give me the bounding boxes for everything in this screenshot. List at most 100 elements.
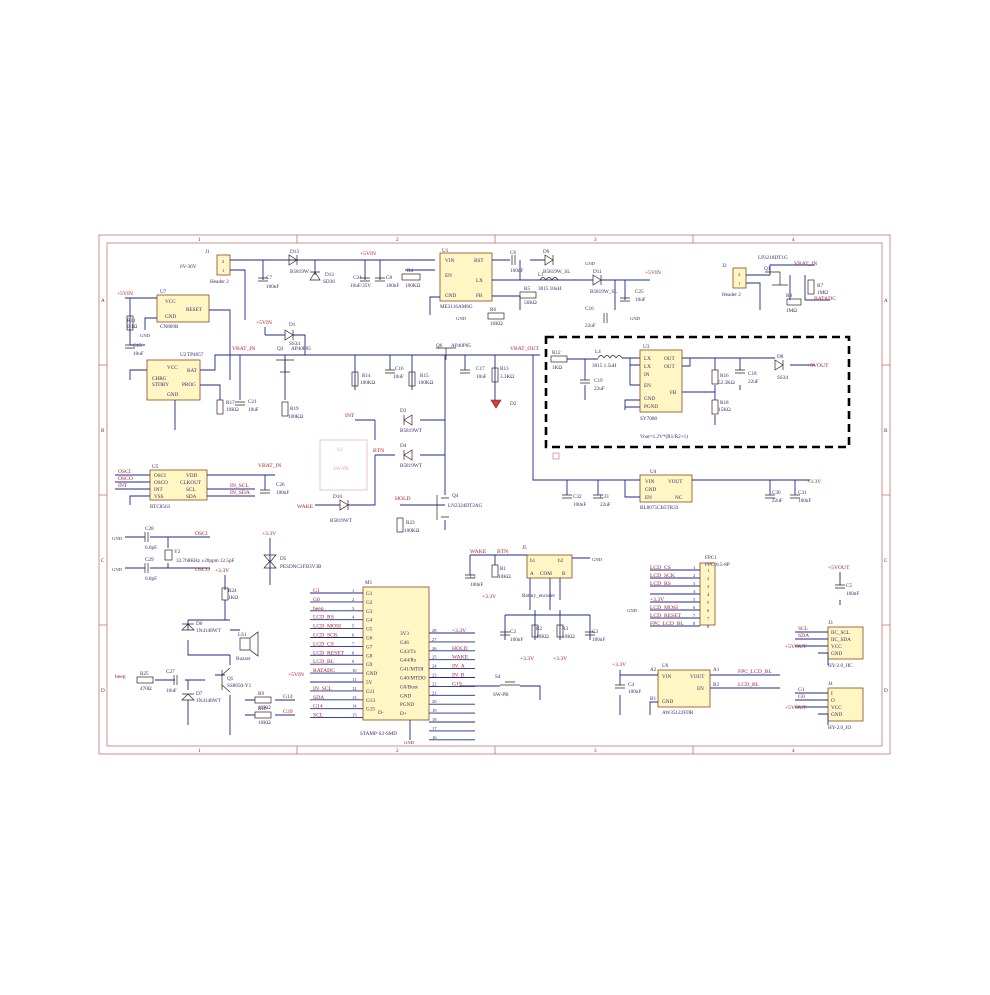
m1-name: M1 [365,580,373,586]
m1-right-pin: G41/MTDI [400,667,424,673]
fpc-net-label: LCD_RS [650,581,671,587]
j5-pin-b: B [562,571,566,577]
u3-pin-out2: OUT [664,364,675,370]
m1-left-net-label: G1 [313,588,320,594]
u3-chip [639,349,683,413]
m1-right-pin-number: 20 [432,699,437,704]
s4-part: SW-PB [493,692,509,698]
reset-section: U7 CN809R VCC GND RESET R11 0.1Ω C15 10u… [117,289,231,380]
d10-diode [339,499,349,511]
fpc-pin-inner: 6 [707,608,710,613]
m1-left-net-label: G0 [313,597,320,603]
q6-name: Q6 [436,343,443,349]
row-label-b-left: B [101,428,105,434]
row-label-b-right: B [884,428,888,434]
u4-name: U4 [650,469,657,475]
m1-left-pin: G2 [366,600,373,606]
charger-section: U2 TP4057 VCC CHRG STDBY BAT PROG GND R1… [129,320,375,430]
j3-pin-vcc: VCC [831,644,842,650]
r12-name: R12 [552,350,561,356]
d10-name: D10 [333,494,342,500]
j5-part: Rotary_encoder [522,593,555,599]
u5-pin-vss: VSS [154,494,164,500]
c10-name: C10 [585,306,594,312]
u4-pin-vin: VIN [645,479,654,485]
r15-value: 100KΩ [418,380,434,386]
u1-part: ME3116AM6G [440,304,473,310]
net-int-rtc: INT [118,483,128,489]
j5-name: J5 [522,545,527,551]
m1-left-pin-number: 12 [352,686,357,691]
ldo-section: U4 BL8075CB5TR33 VIN GND EN VOUT NC C32 … [560,469,821,511]
r25-resistor [136,676,154,684]
j2-part: Header 2 [722,292,741,298]
col-label-1-bottom: 1 [198,748,201,754]
encoder-section: J5 Rotary_encoder A COM B b1 b2 C1 100nF… [460,545,605,700]
m1-right-pin: G44/Rx [400,658,417,664]
net-wake: WAKE [297,504,314,510]
c25-name: C25 [635,289,644,295]
u2-pin-vcc: VCC [167,365,178,371]
m1-right-pin-number: 28 [432,628,437,633]
r25-name: R25 [140,671,149,677]
col-label-3-bottom: 3 [594,748,597,754]
r10-resistor [254,711,272,719]
r12-resistor [550,355,568,363]
r13-name: R13 [500,366,509,372]
c3-cap [585,631,595,636]
fpc-net-label: +3.3V [650,597,664,603]
j5-pin-a: A [530,571,534,577]
m1-left-net-label: LCD_CS [313,641,334,647]
u5-pin-osco: OSCO [154,480,168,486]
d13-diode [288,254,298,266]
col-label-4-top: 4 [792,237,795,243]
m1-left-pin: G13 [366,698,375,704]
u3-part: SY7088 [640,416,657,422]
j1-input-label: 6V-36V [180,264,197,270]
row-label-a-right: A [884,298,888,304]
u3-pin-lx1: LX [644,356,651,362]
j2-header [732,267,747,289]
net-in-scl-rtc: IN_SCL [230,483,250,489]
m1-left-pin: G1 [366,591,373,597]
u5-part: RTC8563 [150,504,171,510]
c21-name: C21 [248,399,257,405]
c26-value: 100nF [276,490,289,496]
battery-section: J2 Header 2 21 Q1 LP3218DT1G R7 1MΩ R8 1… [722,255,836,314]
m1-left-pin: G15 [366,707,375,713]
boost-section: R12 1KΩ L4 3015 1.5uH C19 22uF U3 SY7088… [544,335,851,460]
s1-part: SW-PB [333,466,349,472]
c27-cap [173,675,178,685]
m1-right-net-label: WAKE [452,655,469,661]
m1-right-pin: G43/Tx [400,649,417,655]
net-int: INT [345,413,355,419]
gnd-d9: GND [585,261,596,266]
m1-right-pin: GND [400,693,411,699]
boost-formula: Vout=1.2V*(R1/R2+1) [640,433,688,440]
m1-right-pin-number: 17 [432,726,437,731]
r4-name: R4 [407,268,413,274]
net-5vout-c5: +5VOUT [828,565,850,571]
m1-left-net-label: LCD_BL [313,659,335,665]
u6-pin-a2: A2 [650,667,657,673]
col-label-4-bottom: 4 [792,748,795,754]
d3-name: D3 [400,408,407,414]
d9-part: B5819W_SL [543,269,570,275]
net-vbat-out: VBAT_OUT [510,346,539,352]
u1-pin-lx: LX [476,278,483,284]
c10-cap [603,313,608,323]
fpc-pin-number: 2 [693,573,696,578]
r9-resistor [254,696,272,704]
net-hold: HOLD [395,496,411,502]
svg-text:2: 2 [222,259,225,264]
u7-chip [156,294,210,323]
u6-name: U6 [662,663,669,669]
m1-right-pin: G46 [400,640,409,646]
u6-pin-b1: B1 [650,696,656,702]
d8-part: SS34 [777,375,788,381]
c8-cap [375,277,385,282]
gnd-m1: GND [404,740,415,745]
d2-led [490,399,502,409]
